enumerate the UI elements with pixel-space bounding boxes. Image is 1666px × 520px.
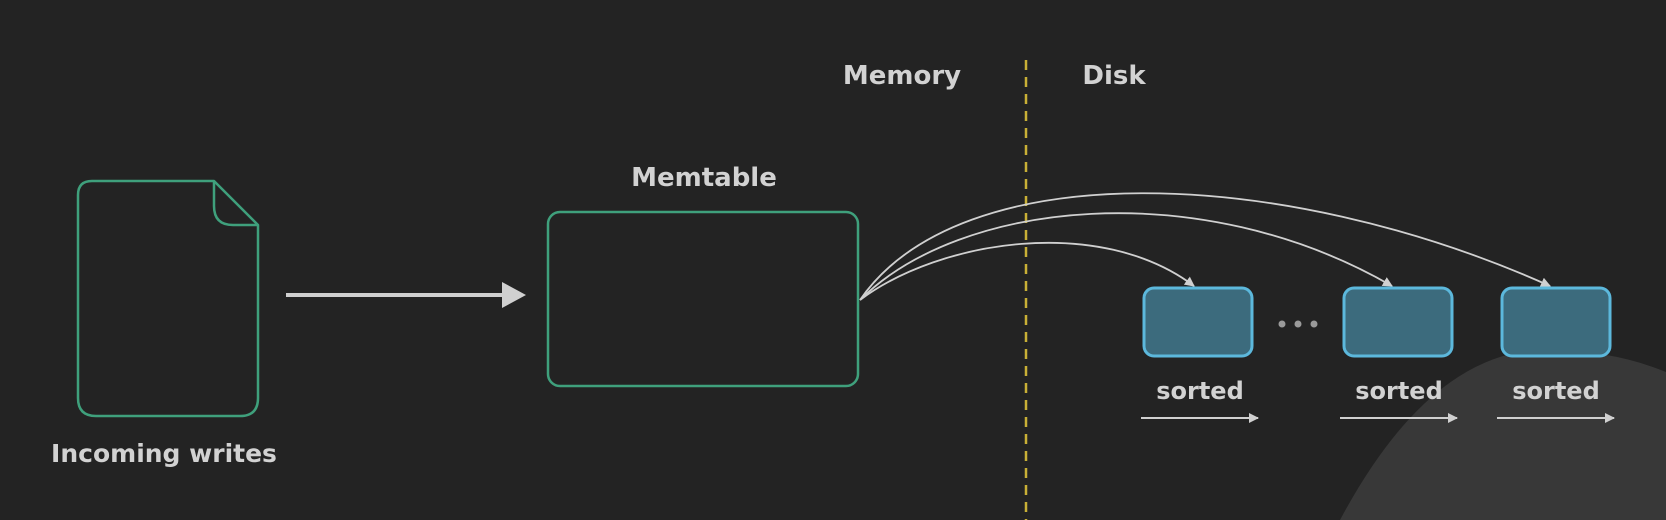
- memtable-label: Memtable: [631, 163, 777, 193]
- sstable-3: [1500, 286, 1612, 358]
- flush-arrow-2: [859, 212, 1393, 301]
- memtable-box: [546, 210, 860, 388]
- sstable-2: [1342, 286, 1454, 358]
- flush-arrow-3: [859, 192, 1551, 301]
- memory-label: Memory: [843, 61, 961, 91]
- document-fold: [212, 181, 258, 227]
- document-outline: [76, 179, 260, 418]
- write-arrow-head: [502, 282, 526, 308]
- sorted-label-1: sorted: [1156, 377, 1244, 405]
- flush-arrow-1: [859, 242, 1195, 301]
- document-icon: [76, 179, 260, 418]
- sorted-label-3: sorted: [1512, 377, 1600, 405]
- incoming-writes-label: Incoming writes: [51, 439, 277, 468]
- disk-label: Disk: [1082, 61, 1146, 91]
- ellipsis-icon: [1278, 320, 1318, 328]
- sstable-1: [1142, 286, 1254, 358]
- sorted-label-2: sorted: [1355, 377, 1443, 405]
- background-blob: [1340, 350, 1666, 520]
